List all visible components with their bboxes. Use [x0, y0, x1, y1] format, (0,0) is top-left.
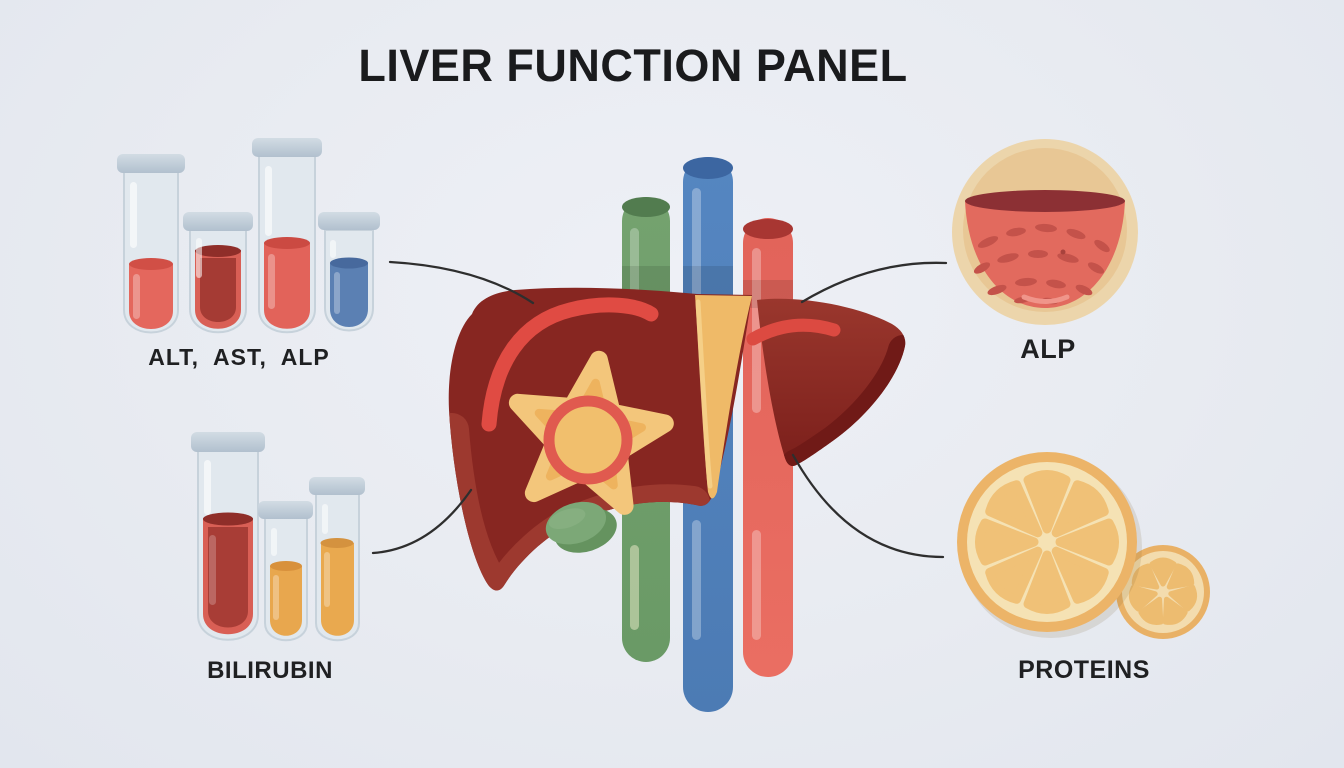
test-tube-icon [309, 477, 365, 642]
test-tube-icon [183, 212, 253, 334]
liver-right-lobe [757, 298, 906, 466]
liver-illustration [448, 287, 906, 591]
test-tube-icon [252, 138, 322, 334]
connector-alp [800, 261, 948, 304]
enzymes-label: ALT, AST, ALP [148, 344, 330, 370]
alp-label: ALP [1020, 334, 1076, 364]
connector-proteins [791, 453, 945, 559]
citrus-slice-small [1116, 545, 1210, 639]
gallbladder-ring-icon [543, 395, 633, 485]
test-tube-icon [318, 212, 380, 332]
connector-bilirubin [371, 488, 473, 555]
left-lobe-shine [481, 297, 659, 432]
bilirubin-label: BILIRUBIN [207, 657, 333, 684]
tube-rack-bilirubin [191, 432, 365, 642]
page-title: LIVER FUNCTION PANEL [358, 40, 908, 91]
citrus-slice-large [957, 452, 1137, 632]
connector-enzymes [388, 260, 535, 305]
gallbladder-green-icon [545, 501, 617, 553]
right-lobe-shine [746, 318, 841, 346]
test-tube-icon [258, 501, 313, 642]
test-tube-icon [191, 432, 265, 641]
dish-speckles [973, 223, 1110, 305]
proteins-label: PROTEINS [1018, 656, 1150, 684]
specimen-dish-icon [952, 139, 1138, 325]
tube-rack-enzymes [117, 138, 380, 334]
test-tube-icon [117, 154, 185, 334]
citrus-slices-icon [957, 452, 1210, 639]
connector-lines [371, 260, 948, 559]
